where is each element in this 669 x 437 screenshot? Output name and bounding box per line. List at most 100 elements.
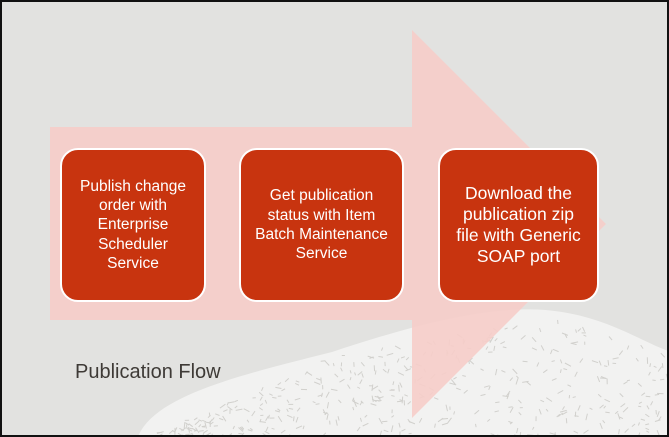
texture-stroke	[338, 399, 342, 404]
texture-stroke	[293, 416, 295, 422]
texture-stroke	[264, 399, 268, 404]
texture-stroke	[654, 393, 660, 396]
texture-stroke	[241, 426, 245, 430]
texture-stroke	[509, 406, 514, 414]
texture-stroke	[259, 418, 262, 423]
texture-stroke	[360, 400, 364, 404]
texture-stroke	[247, 429, 253, 432]
texture-stroke	[207, 414, 211, 419]
texture-stroke	[193, 430, 198, 432]
texture-stroke	[515, 377, 519, 385]
texture-stroke	[284, 378, 290, 383]
texture-stroke	[645, 427, 650, 431]
texture-stroke	[504, 327, 508, 330]
texture-stroke	[545, 408, 549, 412]
step-publish-change-order: Publish change order with Enterprise Sch…	[60, 148, 206, 302]
texture-stroke	[551, 360, 555, 362]
texture-stroke	[198, 419, 203, 422]
texture-stroke	[451, 379, 456, 385]
texture-stroke	[480, 393, 486, 397]
texture-stroke	[522, 380, 529, 383]
texture-stroke	[563, 368, 568, 371]
texture-stroke	[198, 430, 204, 432]
texture-stroke	[638, 401, 643, 404]
texture-stroke	[453, 376, 457, 380]
texture-stroke	[494, 410, 500, 413]
texture-stroke	[660, 352, 666, 358]
texture-stroke	[520, 335, 526, 340]
texture-stroke	[324, 360, 330, 366]
texture-stroke	[378, 417, 383, 425]
texture-stroke	[506, 392, 510, 400]
texture-stroke	[619, 416, 624, 420]
texture-stroke	[599, 422, 603, 429]
texture-stroke	[495, 368, 498, 376]
step-label: Get publication status with Item Batch M…	[255, 187, 388, 263]
texture-stroke	[387, 368, 390, 374]
texture-stroke	[509, 421, 513, 425]
texture-stroke	[599, 404, 604, 409]
texture-stroke	[219, 417, 224, 421]
texture-stroke	[462, 375, 466, 377]
texture-stroke	[579, 358, 584, 363]
texture-stroke	[177, 432, 183, 435]
texture-stroke	[359, 417, 362, 422]
texture-stroke	[527, 434, 534, 435]
texture-stroke	[265, 416, 269, 421]
texture-stroke	[378, 389, 382, 393]
texture-stroke	[589, 407, 593, 410]
texture-stroke	[550, 349, 553, 355]
texture-stroke	[574, 415, 579, 417]
texture-stroke	[486, 418, 491, 422]
texture-stroke	[227, 401, 235, 404]
texture-stroke	[608, 336, 613, 341]
texture-stroke	[386, 352, 394, 356]
texture-stroke	[322, 409, 327, 415]
texture-stroke	[582, 326, 586, 332]
texture-stroke	[474, 409, 480, 415]
texture-stroke	[315, 403, 320, 405]
texture-stroke	[334, 373, 339, 378]
texture-stroke	[641, 392, 646, 396]
texture-stroke	[626, 379, 631, 382]
texture-stroke	[624, 428, 629, 433]
texture-stroke	[246, 419, 250, 423]
texture-stroke	[645, 413, 650, 418]
texture-stroke	[501, 370, 506, 373]
texture-stroke	[261, 386, 264, 392]
texture-stroke	[619, 393, 624, 398]
texture-stroke	[258, 407, 263, 411]
texture-stroke	[656, 411, 660, 417]
texture-stroke	[394, 345, 401, 350]
texture-stroke	[362, 422, 369, 427]
texture-stroke	[312, 401, 316, 404]
texture-stroke	[193, 417, 198, 421]
texture-stroke	[215, 413, 220, 416]
texture-stroke	[401, 428, 406, 432]
texture-stroke	[605, 411, 610, 414]
texture-stroke	[238, 427, 244, 432]
texture-stroke	[433, 397, 439, 400]
texture-stroke	[405, 368, 412, 372]
texture-stroke	[314, 381, 321, 385]
texture-stroke	[631, 423, 636, 427]
texture-stroke	[259, 403, 264, 407]
texture-stroke	[381, 420, 388, 423]
texture-stroke	[367, 355, 375, 359]
texture-stroke	[374, 370, 377, 375]
texture-stroke	[564, 362, 572, 367]
texture-stroke	[326, 402, 329, 409]
texture-stroke	[306, 371, 313, 376]
texture-stroke	[518, 411, 522, 416]
texture-stroke	[223, 409, 228, 412]
texture-stroke	[399, 382, 403, 388]
texture-stroke	[640, 344, 644, 349]
texture-stroke	[275, 386, 282, 389]
texture-stroke	[490, 433, 495, 435]
texture-stroke	[323, 411, 328, 415]
texture-stroke	[357, 386, 361, 389]
texture-stroke	[330, 388, 338, 391]
step-label: Download the publication zip file with G…	[456, 183, 581, 266]
texture-stroke	[405, 356, 410, 361]
texture-stroke	[660, 378, 665, 381]
